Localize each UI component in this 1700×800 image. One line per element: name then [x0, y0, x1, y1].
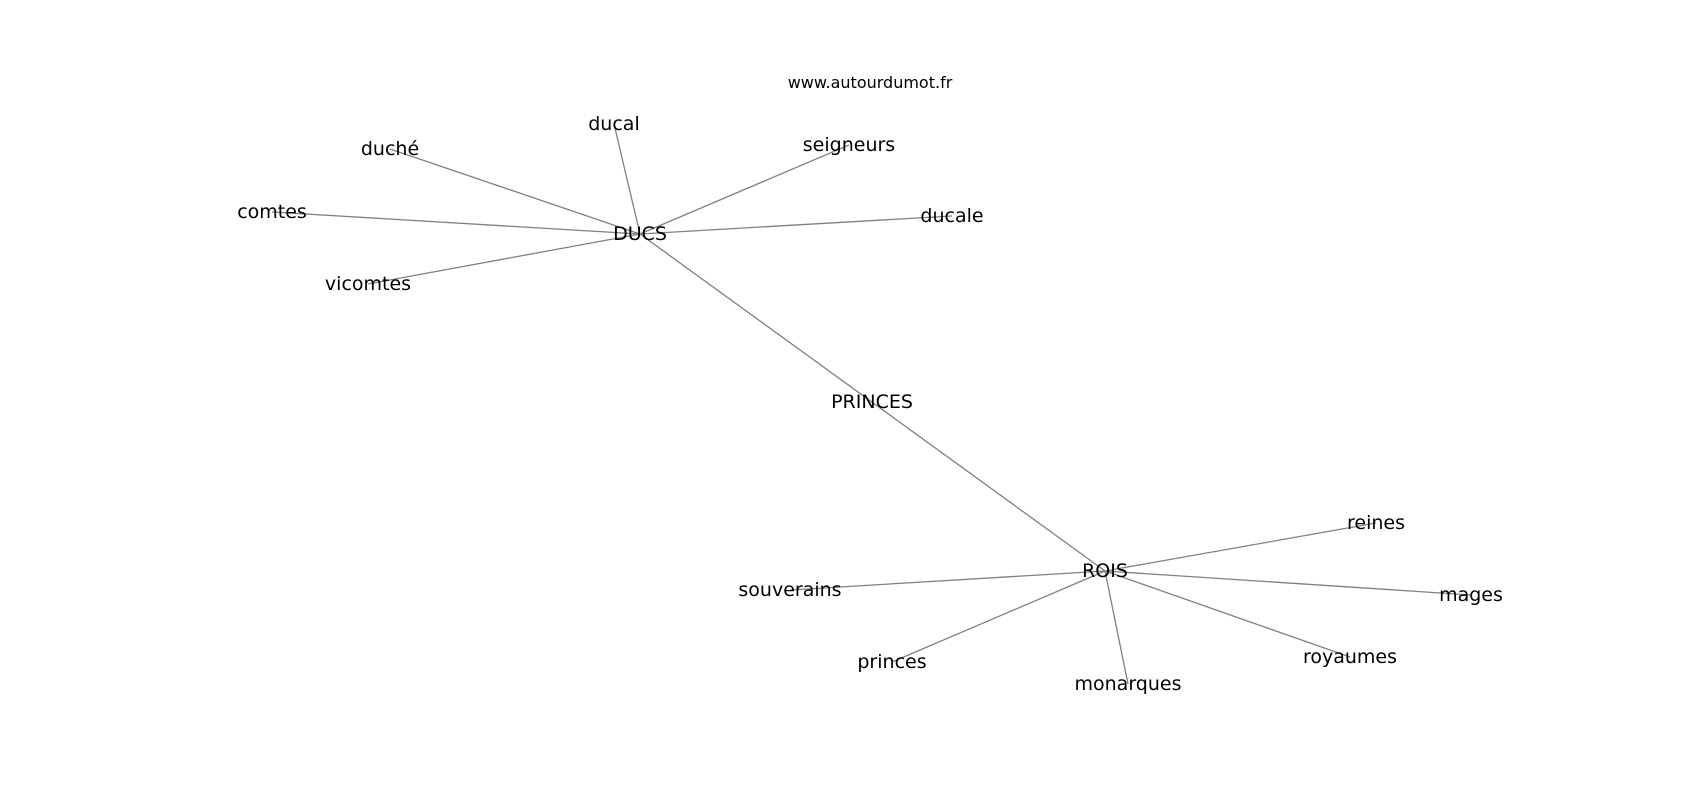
- node-label-monarques: monarques: [1075, 673, 1182, 695]
- node-label-ducale: ducale: [920, 205, 983, 227]
- edge-ducs-comtes: [271, 211, 641, 235]
- edge-rois-souverains: [789, 570, 1106, 591]
- node-label-souverains: souverains: [738, 579, 841, 601]
- node-label-princes_center: PRINCES: [831, 391, 913, 413]
- edge-ducs-duche: [389, 148, 641, 235]
- node-label-comtes: comtes: [237, 201, 307, 223]
- node-label-mages: mages: [1439, 584, 1503, 606]
- node-label-seigneurs: seigneurs: [803, 134, 895, 156]
- watermark-text: www.autourdumot.fr: [788, 73, 953, 92]
- edge-rois-monarques: [1104, 570, 1129, 685]
- edge-ducs-ducale: [639, 215, 953, 235]
- node-label-vicomtes: vicomtes: [325, 273, 411, 295]
- edge-ducs-seigneurs: [639, 144, 850, 235]
- edge-rois-princes: [891, 570, 1106, 663]
- node-label-reines: reines: [1347, 512, 1405, 534]
- node-label-royaumes: royaumes: [1303, 646, 1397, 668]
- node-label-duche: duché: [361, 138, 419, 160]
- edge-rois-royaumes: [1104, 570, 1351, 658]
- node-label-ducs: DUCS: [613, 223, 667, 245]
- edge-ducs-ducal: [613, 123, 641, 235]
- node-label-ducal: ducal: [588, 113, 639, 135]
- node-label-rois: ROIS: [1082, 560, 1128, 582]
- edge-ducs-rois: [639, 233, 1106, 572]
- node-label-princes: princes: [857, 651, 926, 673]
- graph-labels: PRINCES DUCS ROIS ducal duché seigneurs comtes…: [237, 113, 1503, 695]
- edge-rois-reines: [1104, 522, 1377, 572]
- edge-rois-mages: [1104, 570, 1472, 596]
- graph-edges: [271, 123, 1472, 685]
- edge-ducs-vicomtes: [367, 233, 641, 285]
